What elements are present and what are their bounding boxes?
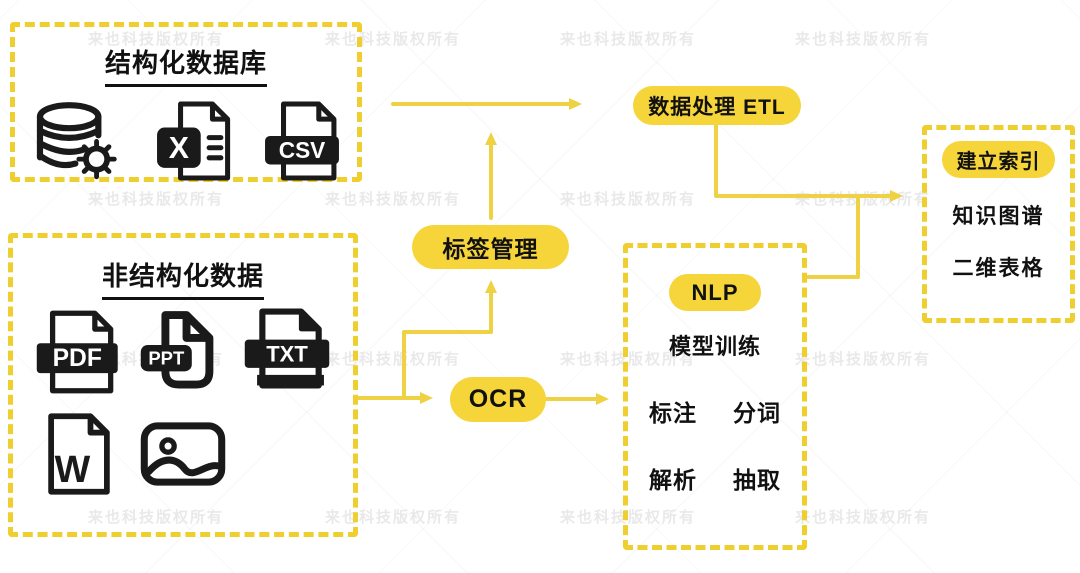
watermark-text: 来也科技版权所有: [795, 509, 932, 526]
nlp-task-parsing: 解析: [649, 467, 697, 493]
watermark-text: 来也科技版权所有: [88, 191, 225, 208]
arrow-branch-to-labelmgmt: [402, 280, 497, 398]
ppt-file-icon: PPT: [139, 306, 227, 398]
svg-text:PPT: PPT: [148, 347, 185, 368]
model-training-label: 模型训练: [668, 334, 761, 359]
build-index-node: 建立索引: [942, 141, 1055, 178]
nlp-task-annotation: 标注: [649, 400, 697, 426]
nlp-task-row: 解析 抽取: [649, 461, 781, 495]
watermark-text: 来也科技版权所有: [795, 31, 932, 48]
nlp-node: NLP: [669, 274, 761, 311]
structured-db-title: 结构化数据库: [15, 43, 357, 87]
watermark-text: 来也科技版权所有: [325, 509, 462, 526]
database-gear-icon: [28, 99, 128, 183]
knowledge-graph-label: 知识图谱: [952, 205, 1045, 228]
nlp-task-extraction: 抽取: [733, 467, 781, 493]
svg-text:TXT: TXT: [266, 342, 308, 367]
svg-text:W: W: [55, 448, 91, 490]
structured-db-box: 结构化数据库: [10, 22, 362, 182]
pdf-file-icon: PDF: [35, 306, 123, 398]
watermark-text: 来也科技版权所有: [88, 31, 225, 48]
structured-db-icons: X CSV: [15, 99, 357, 183]
excel-file-icon: X: [152, 99, 236, 183]
watermark-text: 来也科技版权所有: [325, 351, 462, 368]
etl-node: 数据处理 ETL: [633, 86, 801, 125]
nlp-box: NLP 模型训练 标注 分词 解析 抽取: [623, 243, 807, 550]
txt-file-icon: TXT: [243, 306, 331, 398]
watermark-text: 来也科技版权所有: [560, 191, 697, 208]
watermark-text: 来也科技版权所有: [560, 31, 697, 48]
arrow-etl-to-index: [714, 123, 903, 202]
svg-text:PDF: PDF: [53, 345, 102, 372]
watermark-text: 来也科技版权所有: [795, 351, 932, 368]
2d-table-label: 二维表格: [952, 257, 1045, 280]
image-icon: [139, 408, 227, 500]
unstructured-data-box: 非结构化数据 PDF PPT: [8, 233, 358, 537]
csv-file-icon: CSV: [260, 99, 344, 183]
connector-nlp-to-index: [806, 197, 860, 279]
unstructured-data-icons: PDF PPT TXT: [13, 300, 353, 500]
nlp-task-row: 标注 分词: [649, 394, 781, 428]
svg-text:X: X: [169, 132, 189, 165]
watermark-text: 来也科技版权所有: [88, 509, 225, 526]
unstructured-data-title: 非结构化数据: [13, 256, 353, 300]
ocr-node: OCR: [450, 377, 546, 422]
word-file-icon: W: [38, 408, 120, 500]
label-management-node: 标签管理: [412, 225, 569, 269]
svg-text:CSV: CSV: [279, 137, 326, 163]
index-box: 建立索引 知识图谱 二维表格: [922, 125, 1075, 323]
watermark-text: 来也科技版权所有: [325, 191, 462, 208]
nlp-task-segmentation: 分词: [733, 400, 781, 426]
